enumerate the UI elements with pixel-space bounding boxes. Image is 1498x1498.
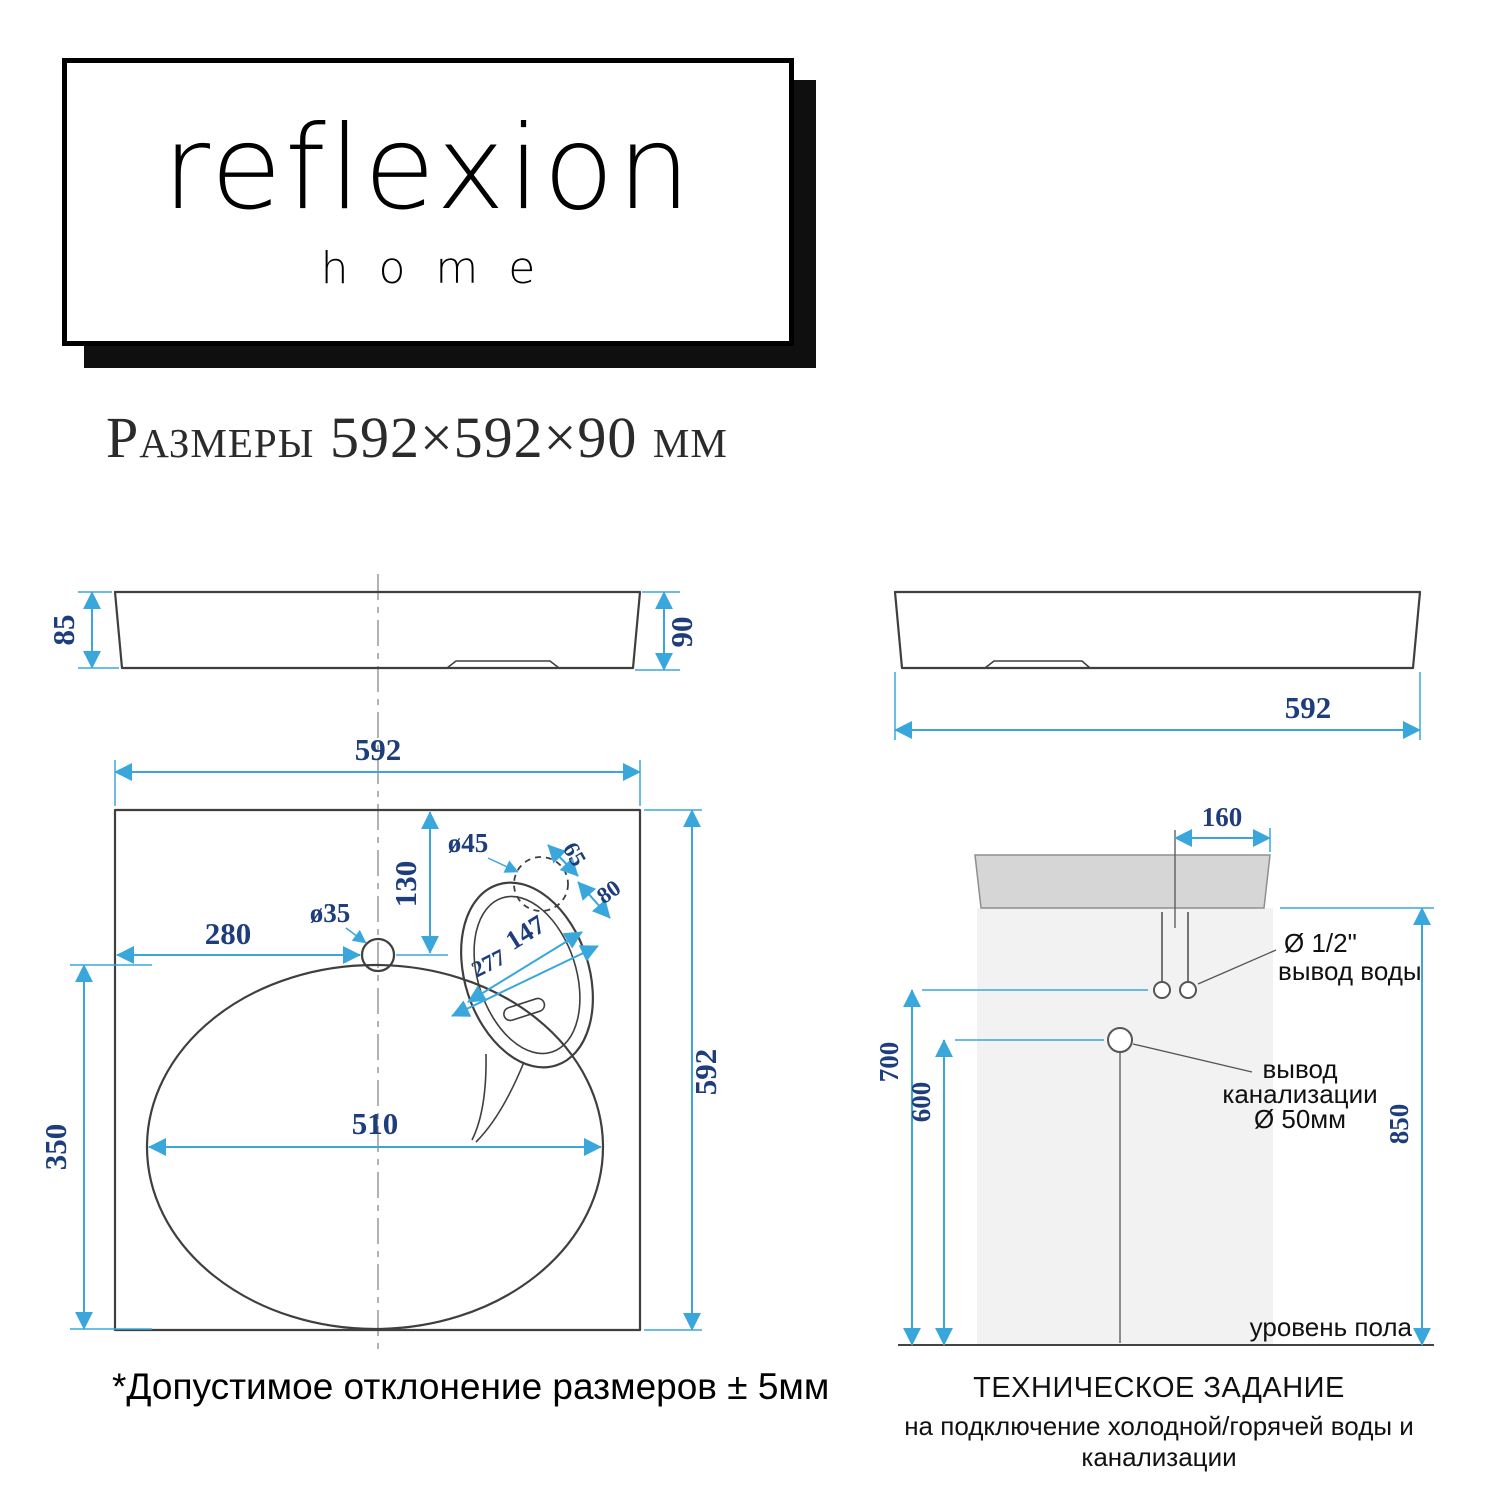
drain-label-1: вывод <box>1262 1054 1337 1084</box>
drain-outlet <box>1107 1027 1133 1053</box>
dim-350: 350 <box>38 1124 73 1171</box>
detail-tail-left <box>471 1053 487 1141</box>
water-leader <box>1197 949 1277 985</box>
wall-area <box>977 908 1273 1345</box>
dim-width-592: 592 <box>355 732 402 767</box>
detail-outer-oval <box>460 881 594 1069</box>
top-view: 65 80 147 277 ø45 592 592 280 ø35 130 <box>38 732 723 1332</box>
dimensions-title: Размеры 592×592×90 мм <box>106 405 728 470</box>
dim-510: 510 <box>352 1106 399 1141</box>
drain-label-2: канализации <box>1222 1079 1377 1109</box>
front-view: 85 90 <box>46 590 699 671</box>
installation-caption-title: ТЕХНИЧЕСКОЕ ЗАДАНИЕ <box>973 1372 1345 1404</box>
faucet-hole <box>360 937 396 973</box>
dim-160: 160 <box>1202 802 1243 832</box>
dim-line-65 <box>547 844 579 877</box>
dim-850: 850 <box>1384 1104 1414 1145</box>
drain-diameter-leader <box>487 857 519 873</box>
side-view: 592 <box>893 590 1422 740</box>
faucet-diameter-leader <box>345 927 367 944</box>
installation-caption-subtitle: на подключение холодной/горячей воды и к… <box>904 1411 1414 1472</box>
dim-147: 147 <box>500 909 550 956</box>
tolerance-note: *Допустимое отклонение размеров ± 5мм <box>112 1366 830 1407</box>
bowl-ellipse <box>145 963 605 1331</box>
dim-side-592: 592 <box>1285 690 1332 725</box>
drain-dashed-circle <box>513 856 569 912</box>
drain-diameter-label: ø45 <box>448 828 489 858</box>
water-label-diameter: Ø 1/2" <box>1284 928 1357 958</box>
dim-280: 280 <box>205 916 252 951</box>
water-outlet-right <box>1179 981 1197 999</box>
dim-height-592: 592 <box>688 1049 723 1096</box>
side-view-outline <box>893 590 1422 670</box>
detail-tail-right <box>475 1061 525 1143</box>
dim-line-80 <box>577 881 611 919</box>
water-outlet-left <box>1153 981 1171 999</box>
overflow-detail: 65 80 147 277 ø45 <box>448 828 625 1143</box>
floor-level-label: уровень пола <box>1250 1312 1413 1342</box>
dim-90: 90 <box>664 617 699 648</box>
drain-leader <box>1132 1043 1253 1073</box>
faucet-diameter-label: ø35 <box>310 898 351 928</box>
front-view-drain-ledge <box>446 660 560 669</box>
water-label-text: вывод воды <box>1278 956 1422 986</box>
dim-130: 130 <box>388 861 423 908</box>
dim-600: 600 <box>906 1082 936 1123</box>
dim-85: 85 <box>46 615 81 646</box>
brand-name: reflexion <box>162 100 694 236</box>
front-view-outline <box>113 590 642 670</box>
brand-subtitle: home <box>320 242 566 294</box>
dim-65: 65 <box>558 838 591 870</box>
drain-label-3: Ø 50мм <box>1254 1104 1346 1134</box>
brand-logo-box: reflexion home <box>62 58 794 346</box>
dim-700: 700 <box>874 1042 904 1083</box>
installation-caption: ТЕХНИЧЕСКОЕ ЗАДАНИЕ на подключение холод… <box>878 1372 1440 1473</box>
installation-diagram: 160 Ø 1/2" вывод воды вывод канализации … <box>874 802 1434 1346</box>
dim-line-277 <box>451 945 599 1017</box>
sink-profile <box>974 854 1271 909</box>
side-view-drain-ledge <box>984 660 1091 669</box>
